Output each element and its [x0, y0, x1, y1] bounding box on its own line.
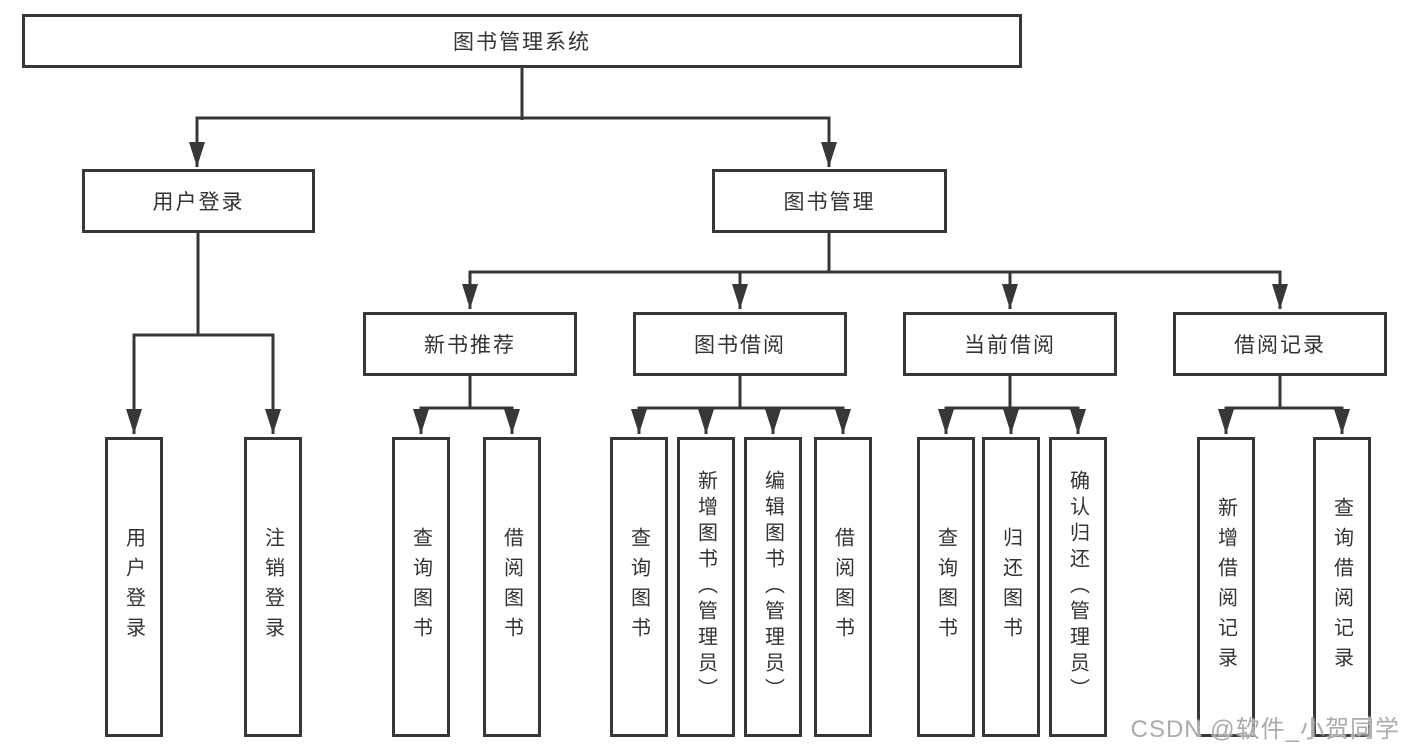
arrowhead [413, 409, 429, 434]
arrowhead [698, 409, 714, 434]
node-book-borrow-label: 图书借阅 [694, 334, 786, 357]
leaf-borrow-book-recommend-label: 借阅图书 [500, 527, 523, 647]
leaf-query-book-recommend-label: 查询图书 [409, 527, 432, 647]
leaf-logout-login: 注销登录 [244, 437, 302, 737]
node-root-label: 图书管理系统 [453, 31, 591, 54]
connector-user-login-branch [132, 233, 275, 434]
arrowhead [265, 409, 281, 434]
arrowhead [938, 409, 954, 434]
node-borrow-record: 借阅记录 [1173, 312, 1387, 376]
leaf-add-book-admin-label: 新增图书（管理员） [694, 470, 717, 704]
arrowhead [1070, 409, 1086, 434]
arrowhead [1272, 284, 1288, 309]
leaf-add-book-admin: 新增图书（管理员） [677, 437, 735, 737]
node-current-borrow-label: 当前借阅 [964, 334, 1056, 357]
connector-book-mgmt-branch [468, 233, 1282, 309]
leaf-edit-book-admin: 编辑图书（管理员） [744, 437, 802, 737]
arrowhead [1002, 284, 1018, 309]
leaf-add-borrow-record-label: 新增借阅记录 [1214, 497, 1237, 677]
leaf-borrow-book-label: 借阅图书 [831, 527, 854, 647]
arrowhead [1218, 409, 1234, 434]
leaf-user-login: 用户登录 [105, 437, 163, 737]
leaf-logout-login-label: 注销登录 [261, 527, 284, 647]
node-book-mgmt: 图书管理 [712, 169, 947, 233]
node-new-book-recommend-label: 新书推荐 [424, 334, 516, 357]
leaf-return-book: 归还图书 [982, 437, 1040, 737]
arrowhead [821, 142, 837, 167]
leaf-return-book-label: 归还图书 [999, 527, 1022, 647]
arrowhead [1334, 409, 1350, 434]
arrowhead [504, 409, 520, 434]
node-user-login: 用户登录 [82, 169, 315, 233]
arrowhead [765, 409, 781, 434]
connector-new-book-branch [419, 376, 514, 434]
leaf-confirm-return-admin: 确认归还（管理员） [1049, 437, 1107, 737]
arrowhead [189, 142, 205, 167]
connector-book-borrow-branch [637, 376, 845, 434]
watermark-text: CSDN @软件_小贺同学 [1130, 716, 1400, 743]
arrowhead [1003, 409, 1019, 434]
arrowhead [732, 284, 748, 309]
leaf-query-borrow-record: 查询借阅记录 [1313, 437, 1371, 737]
leaf-query-book-borrow: 查询图书 [610, 437, 668, 737]
leaf-user-login-label: 用户登录 [122, 527, 145, 647]
node-book-borrow: 图书借阅 [633, 312, 847, 376]
node-current-borrow: 当前借阅 [903, 312, 1117, 376]
arrowhead [835, 409, 851, 434]
connector-root-to-level2 [195, 116, 831, 167]
leaf-query-borrow-record-label: 查询借阅记录 [1330, 497, 1353, 677]
node-user-login-label: 用户登录 [152, 191, 245, 214]
leaf-edit-book-admin-label: 编辑图书（管理员） [761, 470, 784, 704]
arrowhead [126, 409, 142, 434]
leaf-query-book-borrow-label: 查询图书 [627, 527, 650, 647]
leaf-query-book-recommend: 查询图书 [392, 437, 450, 737]
node-root: 图书管理系统 [22, 14, 1022, 68]
connector-borrow-record-branch [1224, 376, 1344, 434]
node-book-mgmt-label: 图书管理 [783, 191, 876, 214]
arrowhead [631, 409, 647, 434]
leaf-query-book-current-label: 查询图书 [934, 527, 957, 647]
leaf-confirm-return-admin-label: 确认归还（管理员） [1066, 470, 1089, 704]
leaf-borrow-book-recommend: 借阅图书 [483, 437, 541, 737]
leaf-add-borrow-record: 新增借阅记录 [1197, 437, 1255, 737]
leaf-borrow-book: 借阅图书 [814, 437, 872, 737]
node-new-book-recommend: 新书推荐 [363, 312, 577, 376]
node-borrow-record-label: 借阅记录 [1234, 334, 1326, 357]
arrowhead [462, 284, 478, 309]
leaf-query-book-current: 查询图书 [917, 437, 975, 737]
